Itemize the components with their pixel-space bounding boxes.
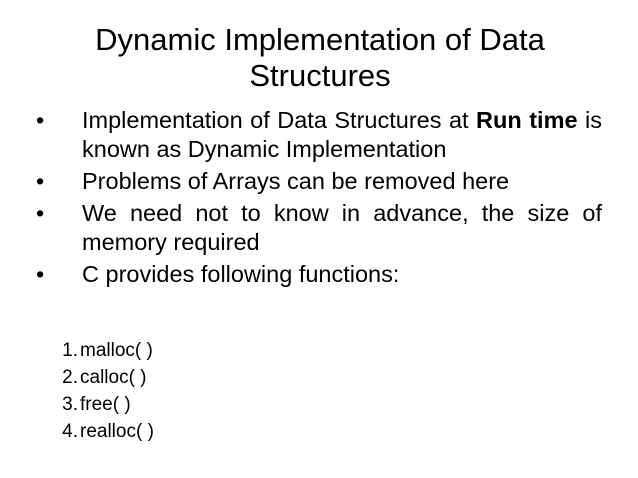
bullet-text: C provides following functions: bbox=[82, 261, 400, 287]
list-number: 1. bbox=[62, 340, 78, 361]
bullet-icon: • bbox=[36, 107, 45, 133]
list-number: 2. bbox=[62, 367, 78, 388]
bullet-list: • Implementation of Data Structures at R… bbox=[0, 106, 638, 292]
function-name: calloc( ) bbox=[80, 367, 147, 388]
bullet-item: • Problems of Arrays can be removed here bbox=[0, 167, 602, 196]
bullet-text: Implementation of Data Structures at Run… bbox=[82, 106, 602, 164]
function-item-realloc: 4. realloc( ) bbox=[0, 419, 638, 445]
bullet-icon: • bbox=[36, 168, 45, 194]
function-item-free: 3. free( ) bbox=[0, 392, 638, 418]
bullet-text-part: Implementation of Data Structures at bbox=[82, 107, 477, 133]
function-item-malloc: 1. malloc( ) bbox=[0, 338, 638, 364]
bullet-item: • Implementation of Data Structures at R… bbox=[0, 106, 602, 164]
bullet-text-part: is known as Dynamic Implementation bbox=[82, 107, 603, 162]
bullet-text: We need not to know in advance, the size… bbox=[82, 200, 602, 255]
function-name: malloc( ) bbox=[80, 340, 153, 361]
slide-title: Dynamic Implementation of Data Structure… bbox=[95, 22, 545, 93]
bullet-bold-text: Run time bbox=[476, 107, 578, 133]
list-number: 4. bbox=[62, 421, 78, 442]
bullet-item: • C provides following functions: bbox=[0, 260, 602, 289]
function-name: free( ) bbox=[80, 394, 131, 415]
function-item-calloc: 2. calloc( ) bbox=[0, 365, 638, 391]
bullet-text: Problems of Arrays can be removed here bbox=[82, 168, 510, 194]
list-number: 3. bbox=[62, 394, 78, 415]
function-name: realloc( ) bbox=[80, 421, 154, 442]
function-list: 1. malloc( ) 2. calloc( ) 3. free( ) 4. … bbox=[0, 338, 638, 446]
bullet-icon: • bbox=[36, 200, 45, 226]
bullet-icon: • bbox=[36, 261, 45, 287]
bullet-item: • We need not to know in advance, the si… bbox=[0, 199, 602, 257]
